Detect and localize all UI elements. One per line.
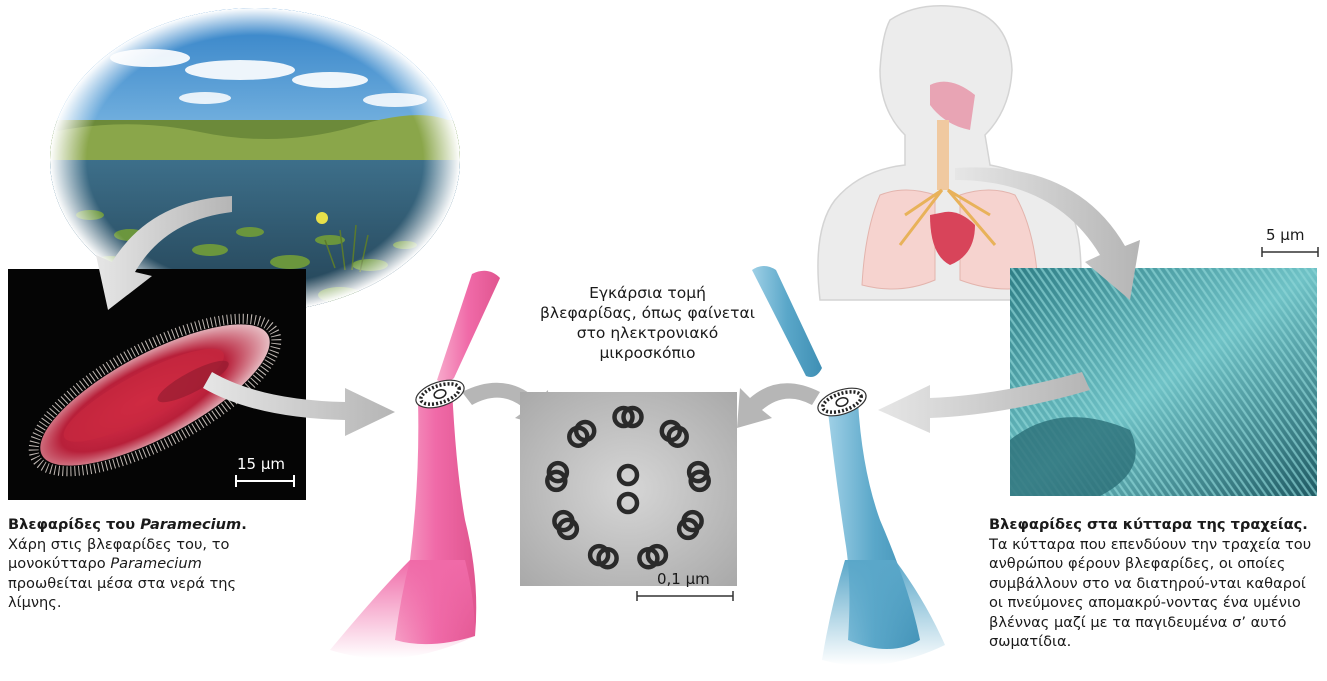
scale-label-sem: 5 μm — [1266, 226, 1304, 244]
scale-bar-em — [637, 591, 733, 601]
cross-section-title: Εγκάρσια τομή βλεφαρίδας, όπως φαίνεται … — [540, 283, 755, 363]
scale-label-paramecium: 15 μm — [237, 455, 285, 473]
trachea-caption-title: Βλεφαρίδες στα κύτταρα της τραχείας. — [989, 516, 1308, 533]
paramecium-caption: Βλεφαρίδες του Paramecium. Χάρη στις βλε… — [8, 515, 278, 613]
scale-label-em: 0,1 μm — [657, 570, 710, 588]
arrow-blue-to-em — [737, 383, 820, 428]
em-cross-section — [520, 392, 737, 586]
trachea-caption-text: Τα κύτταρα που επενδύουν την τραχεία του… — [989, 536, 1311, 651]
paramecium-caption-text: Χάρη στις βλεφαρίδες του, το μονοκύτταρο… — [8, 536, 236, 612]
scale-bar-sem — [1262, 247, 1318, 257]
blue-cilium — [752, 266, 945, 665]
trachea-caption: Βλεφαρίδες στα κύτταρα της τραχείας. Τα … — [989, 515, 1319, 652]
paramecium-caption-title: Βλεφαρίδες του Paramecium. — [8, 516, 247, 533]
pink-cilium — [330, 271, 500, 659]
respiratory-system-illustration — [818, 6, 1081, 300]
